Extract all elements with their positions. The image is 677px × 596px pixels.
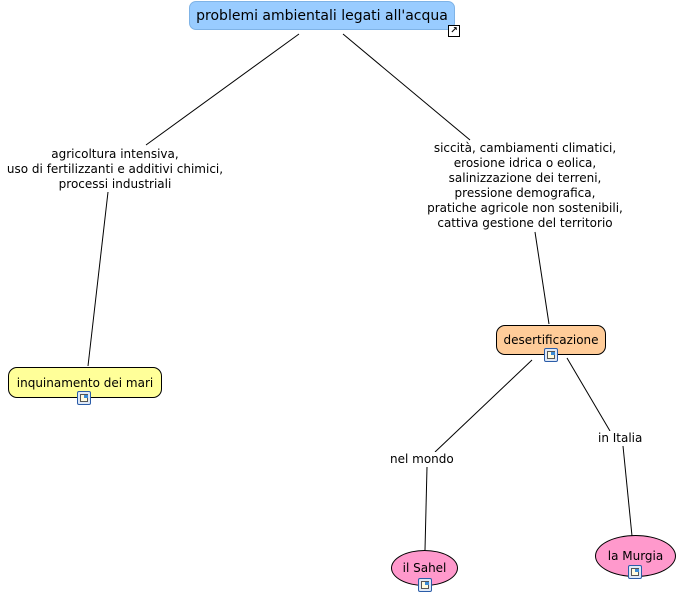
document-image-icon[interactable]: [628, 565, 642, 579]
phrase-line: pressione demografica,: [454, 186, 596, 200]
line-left-phrase-node: [87, 191, 109, 367]
phrase-line: erosione idrica o eolica,: [453, 156, 597, 170]
phrase-text: in Italia: [598, 431, 643, 445]
document-image-icon[interactable]: [418, 578, 432, 592]
phrase-line: salinizzazione dei terreni,: [448, 171, 602, 185]
phrase-line: siccità, cambiamenti climatici,: [433, 141, 617, 155]
line-desert-italia: [566, 357, 611, 432]
document-image-icon[interactable]: [77, 391, 91, 405]
link-phrase-nel-mondo[interactable]: nel mondo: [390, 452, 454, 467]
right-link-phrase[interactable]: siccità, cambiamenti climatici, erosione…: [420, 141, 630, 231]
left-link-phrase[interactable]: agricoltura intensiva, uso di fertilizza…: [6, 147, 224, 192]
phrase-line: processi industriali: [58, 177, 172, 191]
link-phrase-in-italia[interactable]: in Italia: [598, 431, 643, 446]
phrase-line: uso di fertilizzanti e additivi chimici,: [6, 162, 224, 176]
line-desert-mondo: [434, 359, 533, 453]
line-right-phrase-node: [534, 231, 550, 325]
concept-label: il Sahel: [402, 561, 447, 575]
concept-label: inquinamento dei mari: [16, 375, 154, 390]
root-concept[interactable]: problemi ambientali legati all'acqua: [189, 1, 455, 30]
phrase-line: agricoltura intensiva,: [51, 147, 179, 161]
line-root-left: [145, 33, 300, 146]
line-root-right: [342, 33, 471, 141]
phrase-text: nel mondo: [390, 452, 454, 466]
root-concept-label: problemi ambientali legati all'acqua: [196, 7, 448, 24]
phrase-line: cattiva gestione del territorio: [437, 216, 613, 230]
phrase-line: pratiche agricole non sostenibili,: [427, 201, 623, 215]
line-mondo-sahel: [424, 466, 428, 551]
document-image-icon[interactable]: [544, 348, 558, 362]
concept-label: la Murgia: [607, 549, 664, 563]
concept-label: desertificazione: [503, 333, 599, 347]
link-arrow-icon[interactable]: ↗: [448, 25, 460, 37]
line-italia-murgia: [622, 445, 633, 537]
